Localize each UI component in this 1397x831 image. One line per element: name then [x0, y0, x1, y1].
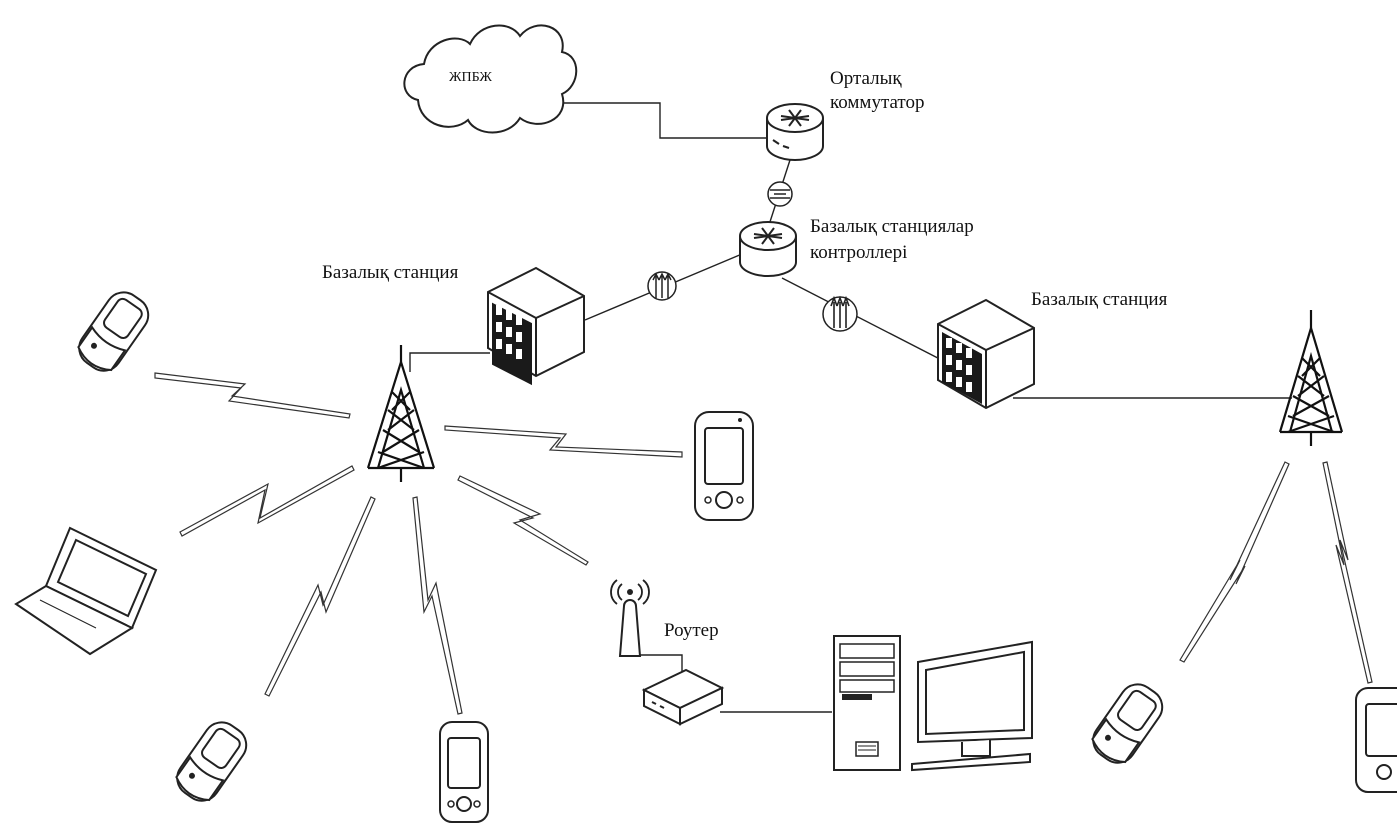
link-marker-left-icon [647, 271, 677, 301]
phone-1-icon [77, 291, 150, 372]
wireless-link-phone-3 [1179, 461, 1290, 663]
link-bts-left-tower [409, 352, 490, 372]
wireless-link-phone-1 [154, 372, 351, 419]
bsc-icon [739, 221, 797, 277]
wireless-links [154, 372, 1373, 715]
link-marker-right-icon [822, 295, 858, 332]
bsc-label-1: Базалық станциялар [810, 216, 974, 237]
pda-3-icon [1355, 687, 1397, 793]
base-station-right-label: Базалық станция [1031, 289, 1168, 310]
wireless-link-laptop [179, 465, 355, 537]
link-antenna-router [630, 654, 683, 672]
base-station-right-icon [937, 298, 1035, 410]
base-station-left-label: Базалық станция [322, 262, 459, 283]
central-switch-icon [766, 103, 824, 161]
phone-2-icon [175, 721, 248, 802]
wired-links [409, 102, 1292, 713]
antenna-icon [610, 579, 650, 657]
link-cloud-switch [560, 102, 766, 139]
base-station-left-icon [487, 266, 585, 386]
pda-2-icon [439, 721, 489, 823]
router-label: Роутер [664, 620, 719, 641]
wireless-link-phone-2 [264, 496, 376, 697]
link-bsc-bts-right [781, 277, 966, 373]
wireless-link-pda-2 [412, 496, 463, 715]
cloud-icon: ЖПБЖ [403, 24, 578, 134]
wireless-link-pda-3 [1322, 461, 1373, 684]
bsc-label-2: контроллері [810, 242, 907, 263]
cloud-label: ЖПБЖ [449, 70, 492, 85]
wireless-link-pda-1 [444, 425, 683, 458]
pda-1-icon [694, 411, 754, 521]
phone-3-icon [1091, 683, 1164, 764]
central-switch-label-1: Орталық [830, 68, 902, 89]
transcoder-icon [767, 181, 793, 207]
desktop-computer-icon [833, 635, 1033, 772]
router-icon [641, 668, 725, 726]
laptop-icon [14, 526, 158, 656]
wireless-link-wifi [457, 475, 589, 566]
tower-right-icon [1278, 310, 1344, 446]
tower-left-icon [366, 345, 436, 482]
central-switch-label-2: коммутатор [830, 92, 924, 113]
